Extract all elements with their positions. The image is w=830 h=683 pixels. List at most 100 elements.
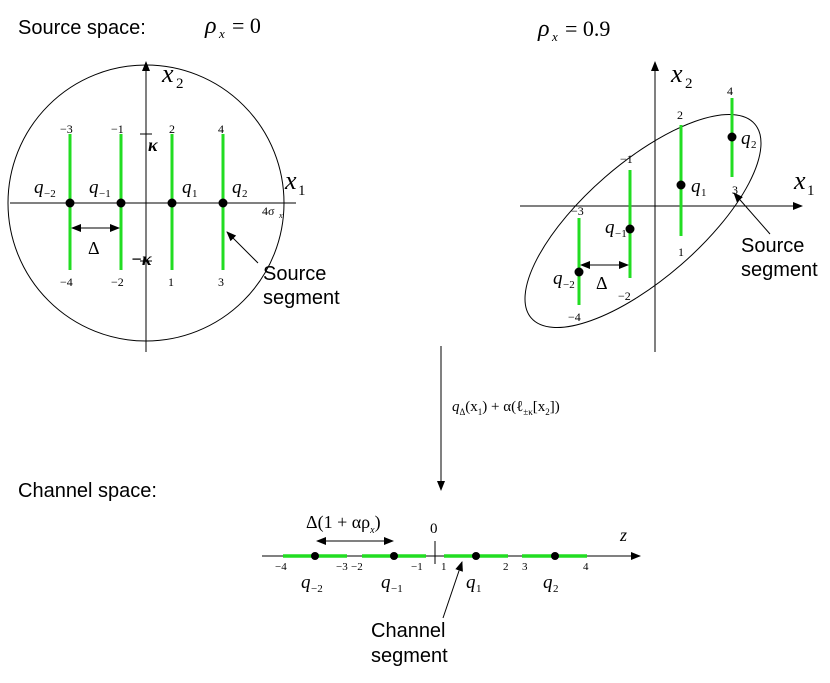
left-segment-callout-arrow bbox=[226, 231, 259, 264]
channel-num-5: 1 bbox=[441, 561, 447, 573]
right-num-top-2: −1 bbox=[620, 152, 633, 166]
left-x1-label: x bbox=[284, 166, 297, 195]
channel-segment-label-2: segment bbox=[371, 645, 448, 667]
right-rho-value: = 0.9 bbox=[565, 16, 610, 41]
mapping-q-sub: Δ bbox=[460, 407, 466, 417]
left-x2-label-sub: 2 bbox=[176, 76, 184, 92]
right-num-top-4: 4 bbox=[727, 84, 733, 98]
right-point-q2 bbox=[727, 132, 737, 142]
left-num-bottom-1: −4 bbox=[60, 275, 73, 289]
channel-space-title: Channel space: bbox=[18, 480, 157, 502]
channel-point-q2 bbox=[551, 552, 559, 560]
right-label-q2-sub: 2 bbox=[751, 139, 757, 151]
right-x2-label-sub: 2 bbox=[685, 76, 693, 92]
channel-delta-main: Δ(1 + αρ bbox=[306, 512, 370, 533]
channel-num-2: −3 bbox=[336, 561, 348, 573]
channel-label-q-minus2-sub: −2 bbox=[311, 583, 323, 595]
left-sigma-label: 4σ bbox=[262, 204, 275, 218]
right-segment-callout-arrow bbox=[733, 192, 771, 235]
mapping: qΔ(x1) + α(ℓ±κ[x2]) bbox=[437, 346, 560, 491]
left-label-q-minus1: q bbox=[89, 177, 99, 198]
channel-num-4: −1 bbox=[411, 561, 423, 573]
channel-delta-close: ) bbox=[375, 512, 381, 533]
left-point-q2 bbox=[218, 198, 228, 208]
channel-point-q-minus2 bbox=[311, 552, 319, 560]
left-delta-label: Δ bbox=[88, 238, 100, 258]
right-label-q2: q bbox=[741, 128, 751, 149]
channel-label-q2-sub: 2 bbox=[553, 583, 559, 595]
channel-point-q-minus1 bbox=[390, 552, 398, 560]
right-num-bottom-2: −2 bbox=[618, 289, 631, 303]
channel-num-1: −4 bbox=[275, 561, 287, 573]
left-label-q2: q bbox=[232, 177, 242, 198]
channel-point-q1 bbox=[472, 552, 480, 560]
right-label-q-minus1: q bbox=[605, 217, 615, 238]
left-rho-sub: x bbox=[218, 26, 225, 41]
left-x1-label-sub: 1 bbox=[298, 183, 306, 199]
left-rho-value: = 0 bbox=[232, 13, 261, 38]
left-num-top-2: −1 bbox=[111, 122, 124, 136]
right-num-bottom-3: 1 bbox=[678, 245, 684, 259]
mapping-formula: qΔ(x1) + α(ℓ±κ[x2]) bbox=[452, 399, 560, 417]
left-segment-label-1: Source bbox=[263, 263, 326, 285]
right-num-bottom-4: 3 bbox=[732, 183, 738, 197]
left-kappa-pos: κ bbox=[148, 135, 158, 155]
left-sigma-sub: x bbox=[278, 211, 283, 220]
left-num-top-1: −3 bbox=[60, 122, 73, 136]
mapping-close: ]) bbox=[550, 399, 560, 415]
left-point-q-minus1 bbox=[116, 198, 126, 208]
right-segment-label-2: segment bbox=[741, 259, 818, 281]
right-label-q-minus2: q bbox=[553, 268, 563, 289]
right-rho-symbol: ρ bbox=[537, 16, 550, 42]
mapping-ell-sub: ±κ bbox=[523, 407, 533, 417]
channel-label-q1-sub: 1 bbox=[476, 583, 482, 595]
channel-delta-label: Δ(1 + αρx) bbox=[306, 512, 381, 536]
mapping-arg: (x bbox=[465, 399, 478, 415]
mapping-tail-sub: 2 bbox=[545, 407, 550, 417]
left-num-bottom-2: −2 bbox=[111, 275, 124, 289]
channel-segment-label-1: Channel bbox=[371, 620, 446, 642]
source-space-title: Source space: bbox=[18, 17, 146, 39]
right-num-top-3: 2 bbox=[677, 108, 683, 122]
channel-panel: 0 z −4 −3 −2 −1 1 2 3 4 q −2 q −1 q 1 q … bbox=[262, 512, 641, 667]
left-label-q2-sub: 2 bbox=[242, 188, 248, 200]
channel-z-label: z bbox=[619, 525, 627, 545]
left-panel: ρ x = 0 x 2 x 1 κ −κ 4σ x −3 −1 2 4 −4 −… bbox=[7, 13, 340, 352]
channel-zero-label: 0 bbox=[430, 521, 438, 537]
mapping-tail: [x bbox=[533, 399, 546, 415]
left-rho-symbol: ρ bbox=[204, 13, 217, 39]
right-label-q1-sub: 1 bbox=[701, 187, 707, 199]
channel-label-q-minus1: q bbox=[381, 572, 391, 593]
left-x2-label: x bbox=[161, 59, 174, 88]
right-label-q-minus1-sub: −1 bbox=[615, 228, 627, 240]
channel-segment-callout-arrow bbox=[442, 561, 463, 619]
right-delta-label: Δ bbox=[596, 273, 608, 293]
left-label-q-minus1-sub: −1 bbox=[99, 188, 111, 200]
left-num-bottom-3: 1 bbox=[168, 275, 174, 289]
left-point-q-minus2 bbox=[65, 198, 75, 208]
channel-num-3: −2 bbox=[351, 561, 363, 573]
channel-label-q1: q bbox=[466, 572, 476, 593]
right-source-ellipse bbox=[524, 113, 762, 329]
channel-num-6: 2 bbox=[503, 561, 509, 573]
channel-num-7: 3 bbox=[522, 561, 528, 573]
right-label-q1: q bbox=[691, 176, 701, 197]
right-point-q1 bbox=[676, 180, 686, 190]
right-segment-label-1: Source bbox=[741, 235, 804, 257]
right-label-q-minus2-sub: −2 bbox=[563, 279, 575, 291]
left-segment-label-2: segment bbox=[263, 287, 340, 309]
right-point-q-minus1 bbox=[625, 224, 635, 234]
mapping-plus: ) + α(ℓ bbox=[482, 399, 523, 415]
left-point-q1 bbox=[167, 198, 177, 208]
left-label-q-minus2: q bbox=[34, 177, 44, 198]
channel-num-8: 4 bbox=[583, 561, 589, 573]
right-num-bottom-1: −4 bbox=[568, 310, 581, 324]
left-label-q1-sub: 1 bbox=[192, 188, 198, 200]
right-panel: ρ x = 0.9 x 2 x 1 −3 −1 2 4 −4 −2 1 3 q … bbox=[520, 16, 818, 352]
left-num-top-4: 4 bbox=[218, 122, 224, 136]
channel-label-q-minus2: q bbox=[301, 572, 311, 593]
mapping-q: q bbox=[452, 399, 460, 415]
right-x2-label: x bbox=[670, 59, 683, 88]
left-label-q1: q bbox=[182, 177, 192, 198]
